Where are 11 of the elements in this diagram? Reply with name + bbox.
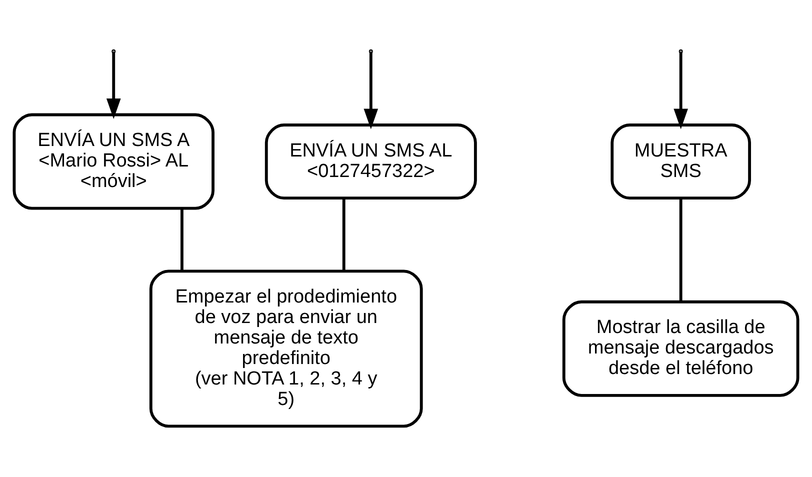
connector [180, 208, 184, 271]
arrow [364, 52, 378, 130]
connector [342, 198, 346, 272]
node-box: ENVÍA UN SMS A <Mario Rossi> AL <móvil> [12, 113, 214, 210]
arrow [106, 52, 121, 120]
node-box: ENVÍA UN SMS AL <0127457322> [264, 124, 477, 200]
node-box: Mostrar la casilla de mensaje descargados desde el teléfono [562, 300, 800, 397]
node-box: Empezar el prodedimiento de voz para enviar un mensaje de texto predefinito (ver NOTA 1, 2, 3, 4 y 5) [149, 270, 423, 428]
node-box: MUESTRA SMS [610, 124, 752, 200]
arrow [674, 52, 688, 130]
connector [679, 198, 682, 302]
